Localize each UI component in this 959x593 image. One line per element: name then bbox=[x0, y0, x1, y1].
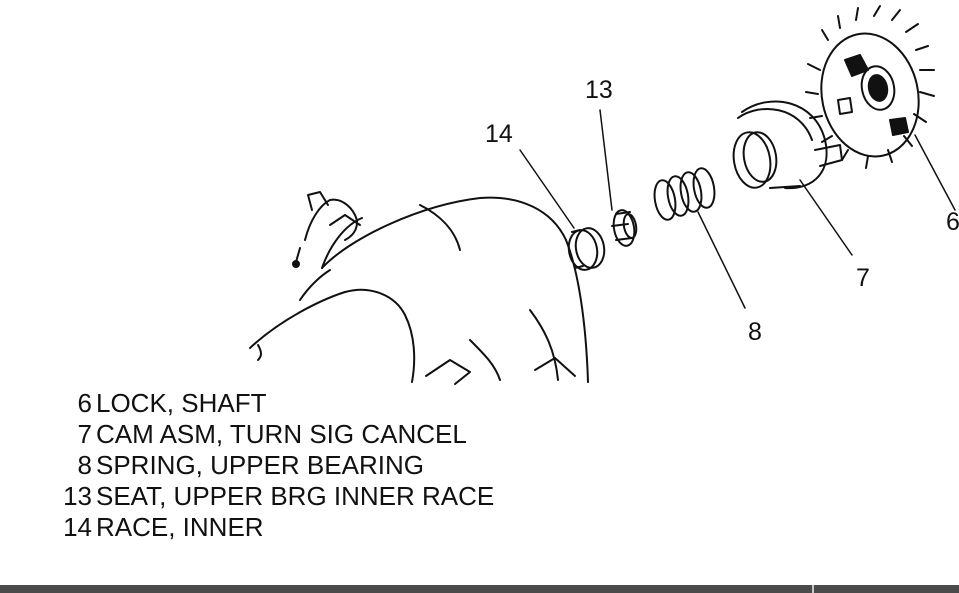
part-14-inner-race bbox=[567, 227, 606, 271]
bottom-frame-bar bbox=[0, 585, 959, 593]
ignition-switch-part bbox=[292, 191, 361, 268]
legend-text: CAM ASM, TURN SIG CANCEL bbox=[96, 419, 467, 449]
callout-14: 14 bbox=[485, 120, 513, 148]
steering-column-housing bbox=[249, 196, 589, 385]
legend-text: RACE, INNER bbox=[96, 512, 264, 542]
legend-text: SPRING, UPPER BEARING bbox=[96, 450, 424, 480]
leader-lines bbox=[519, 109, 956, 309]
legend-number: 7 bbox=[77, 419, 92, 449]
legend-number: 6 bbox=[77, 388, 92, 418]
legend-number: 13 bbox=[63, 481, 92, 511]
part-13-seat bbox=[611, 209, 638, 247]
legend-number: 14 bbox=[63, 512, 92, 542]
callout-7: 7 bbox=[856, 264, 870, 292]
legend-number: 8 bbox=[77, 450, 92, 480]
callout-6: 6 bbox=[946, 210, 959, 235]
legend-text: LOCK, SHAFT bbox=[96, 388, 267, 418]
callout-13: 13 bbox=[585, 76, 613, 104]
part-8-spring bbox=[653, 167, 716, 221]
bottom-bar-divider bbox=[812, 585, 814, 593]
legend-text: SEAT, UPPER BRG INNER RACE bbox=[96, 481, 495, 511]
callout-8: 8 bbox=[748, 318, 762, 346]
part-6-lock-shaft bbox=[805, 5, 935, 169]
